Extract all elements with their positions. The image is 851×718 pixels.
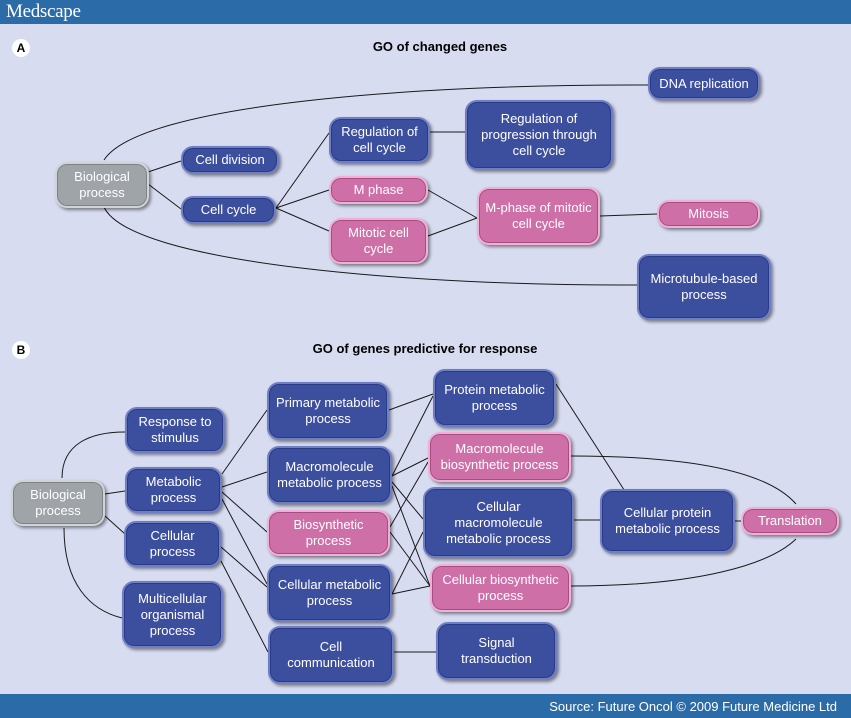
node-a-cell-cycle[interactable]: Cell cycle (181, 196, 276, 224)
node-a-mitosis[interactable]: Mitosis (657, 200, 760, 228)
node-b-signal-transduction[interactable]: Signal transduction (436, 622, 557, 680)
panel-a-title: GO of changed genes (372, 39, 508, 54)
edge-b-bio-cellular (104, 515, 126, 535)
node-b-translation[interactable]: Translation (741, 507, 839, 535)
edge-b-cellbio-transl (570, 538, 797, 587)
edge-b-bio-resp (61, 431, 126, 479)
edge-b-cellular-cellcomm (220, 560, 269, 653)
panel-b-label: B (12, 341, 30, 359)
node-a-regulation-of-cell-cycle[interactable]: Regulation of cell cycle (329, 117, 430, 163)
node-a-m-phase[interactable]: M phase (329, 176, 428, 204)
node-b-macromolecule-biosynthetic-process[interactable]: Macromolecule biosynthetic process (428, 432, 571, 482)
edge-b-metab-cellmet (221, 498, 268, 585)
node-b-primary-metabolic-process[interactable]: Primary metabolic process (267, 382, 389, 440)
edge-b-metab-macromet (221, 471, 268, 488)
node-a-regulation-of-progression[interactable]: Regulation of progression through cell c… (465, 100, 613, 170)
node-b-multicellular-organismal-process[interactable]: Multicellular organismal process (122, 581, 223, 648)
edge-a-mphasemit-mitosis (599, 213, 658, 217)
edge-b-macromet-protmet (391, 395, 434, 477)
header-bar: Medscape (0, 0, 851, 24)
medscape-logo[interactable]: Medscape (6, 1, 81, 22)
edge-a-cellcycle-mphase (275, 189, 330, 209)
edge-b-bio-multi (63, 527, 123, 619)
node-b-protein-metabolic-process[interactable]: Protein metabolic process (433, 369, 556, 427)
edge-a-mitcc-mphasemit (427, 217, 478, 237)
node-a-m-phase-of-mitotic-cell-cycle[interactable]: M-phase of mitotic cell cycle (477, 187, 600, 245)
node-a-microtubule-based-process[interactable]: Microtubule-based process (637, 254, 771, 320)
node-b-biosynthetic-process[interactable]: Biosynthetic process (267, 510, 390, 556)
edge-b-metab-primary (221, 409, 268, 475)
edge-a-cellcycle-mitcc (275, 207, 330, 232)
panel-b-title: GO of genes predictive for response (312, 341, 538, 356)
footer-bar: Source: Future Oncol © 2009 Future Medic… (0, 694, 851, 718)
figure-area: A GO of changed genes Biological process… (0, 24, 851, 694)
edge-a-bio-cellcycle (147, 183, 182, 210)
node-a-cell-division[interactable]: Cell division (181, 146, 279, 174)
edge-b-cellular-cellmet (220, 546, 268, 588)
node-a-mitotic-cell-cycle[interactable]: Mitotic cell cycle (329, 218, 428, 264)
node-b-biological-process[interactable]: Biological process (11, 480, 105, 526)
edge-a-bio-dnarep (103, 84, 649, 161)
source-caption: Source: Future Oncol © 2009 Future Medic… (549, 699, 837, 714)
edge-b-protmet-cellprot (555, 383, 629, 497)
node-a-biological-process[interactable]: Biological process (55, 162, 149, 208)
edge-b-metab-biosyn (221, 491, 268, 533)
edge-b-bio-metab (104, 490, 126, 495)
edge-a-cellcycle-regcc (275, 132, 330, 209)
node-b-response-to-stimulus[interactable]: Response to stimulus (125, 407, 225, 453)
edge-b-biosyn-macrobio (389, 461, 429, 528)
node-b-cellular-metabolic-process[interactable]: Cellular metabolic process (267, 564, 392, 622)
node-a-dna-replication[interactable]: DNA replication (648, 67, 760, 100)
node-b-metabolic-process[interactable]: Metabolic process (125, 467, 222, 513)
panel-a-label: A (12, 39, 30, 57)
node-b-cellular-macromolecule-metabolic-process[interactable]: Cellular macromolecule metabolic process (423, 487, 574, 558)
edge-b-macromet-cellbio (391, 485, 431, 587)
diagram-edges (61, 84, 797, 653)
edge-b-macromet-cellmacro (391, 481, 424, 520)
node-b-cellular-biosynthetic-process[interactable]: Cellular biosynthetic process (430, 564, 571, 612)
edge-a-bio-microtub (103, 206, 638, 286)
node-b-cellular-protein-metabolic-process[interactable]: Cellular protein metabolic process (600, 489, 735, 553)
node-b-cellular-process[interactable]: Cellular process (124, 521, 221, 567)
edge-a-bio-celldiv (147, 160, 182, 173)
edge-b-macrobio-transl (570, 455, 797, 505)
node-b-macromolecule-metabolic-process[interactable]: Macromolecule metabolic process (267, 446, 392, 504)
edge-a-mphase-mphasemit (427, 189, 478, 219)
edge-b-cellmet-cellmacro (391, 531, 424, 595)
edge-b-cellmet-cellbio (391, 585, 431, 595)
node-b-cell-communication[interactable]: Cell communication (268, 626, 394, 684)
edge-b-primary-protmet (388, 393, 434, 411)
edge-b-macromet-macrobio (391, 457, 429, 477)
